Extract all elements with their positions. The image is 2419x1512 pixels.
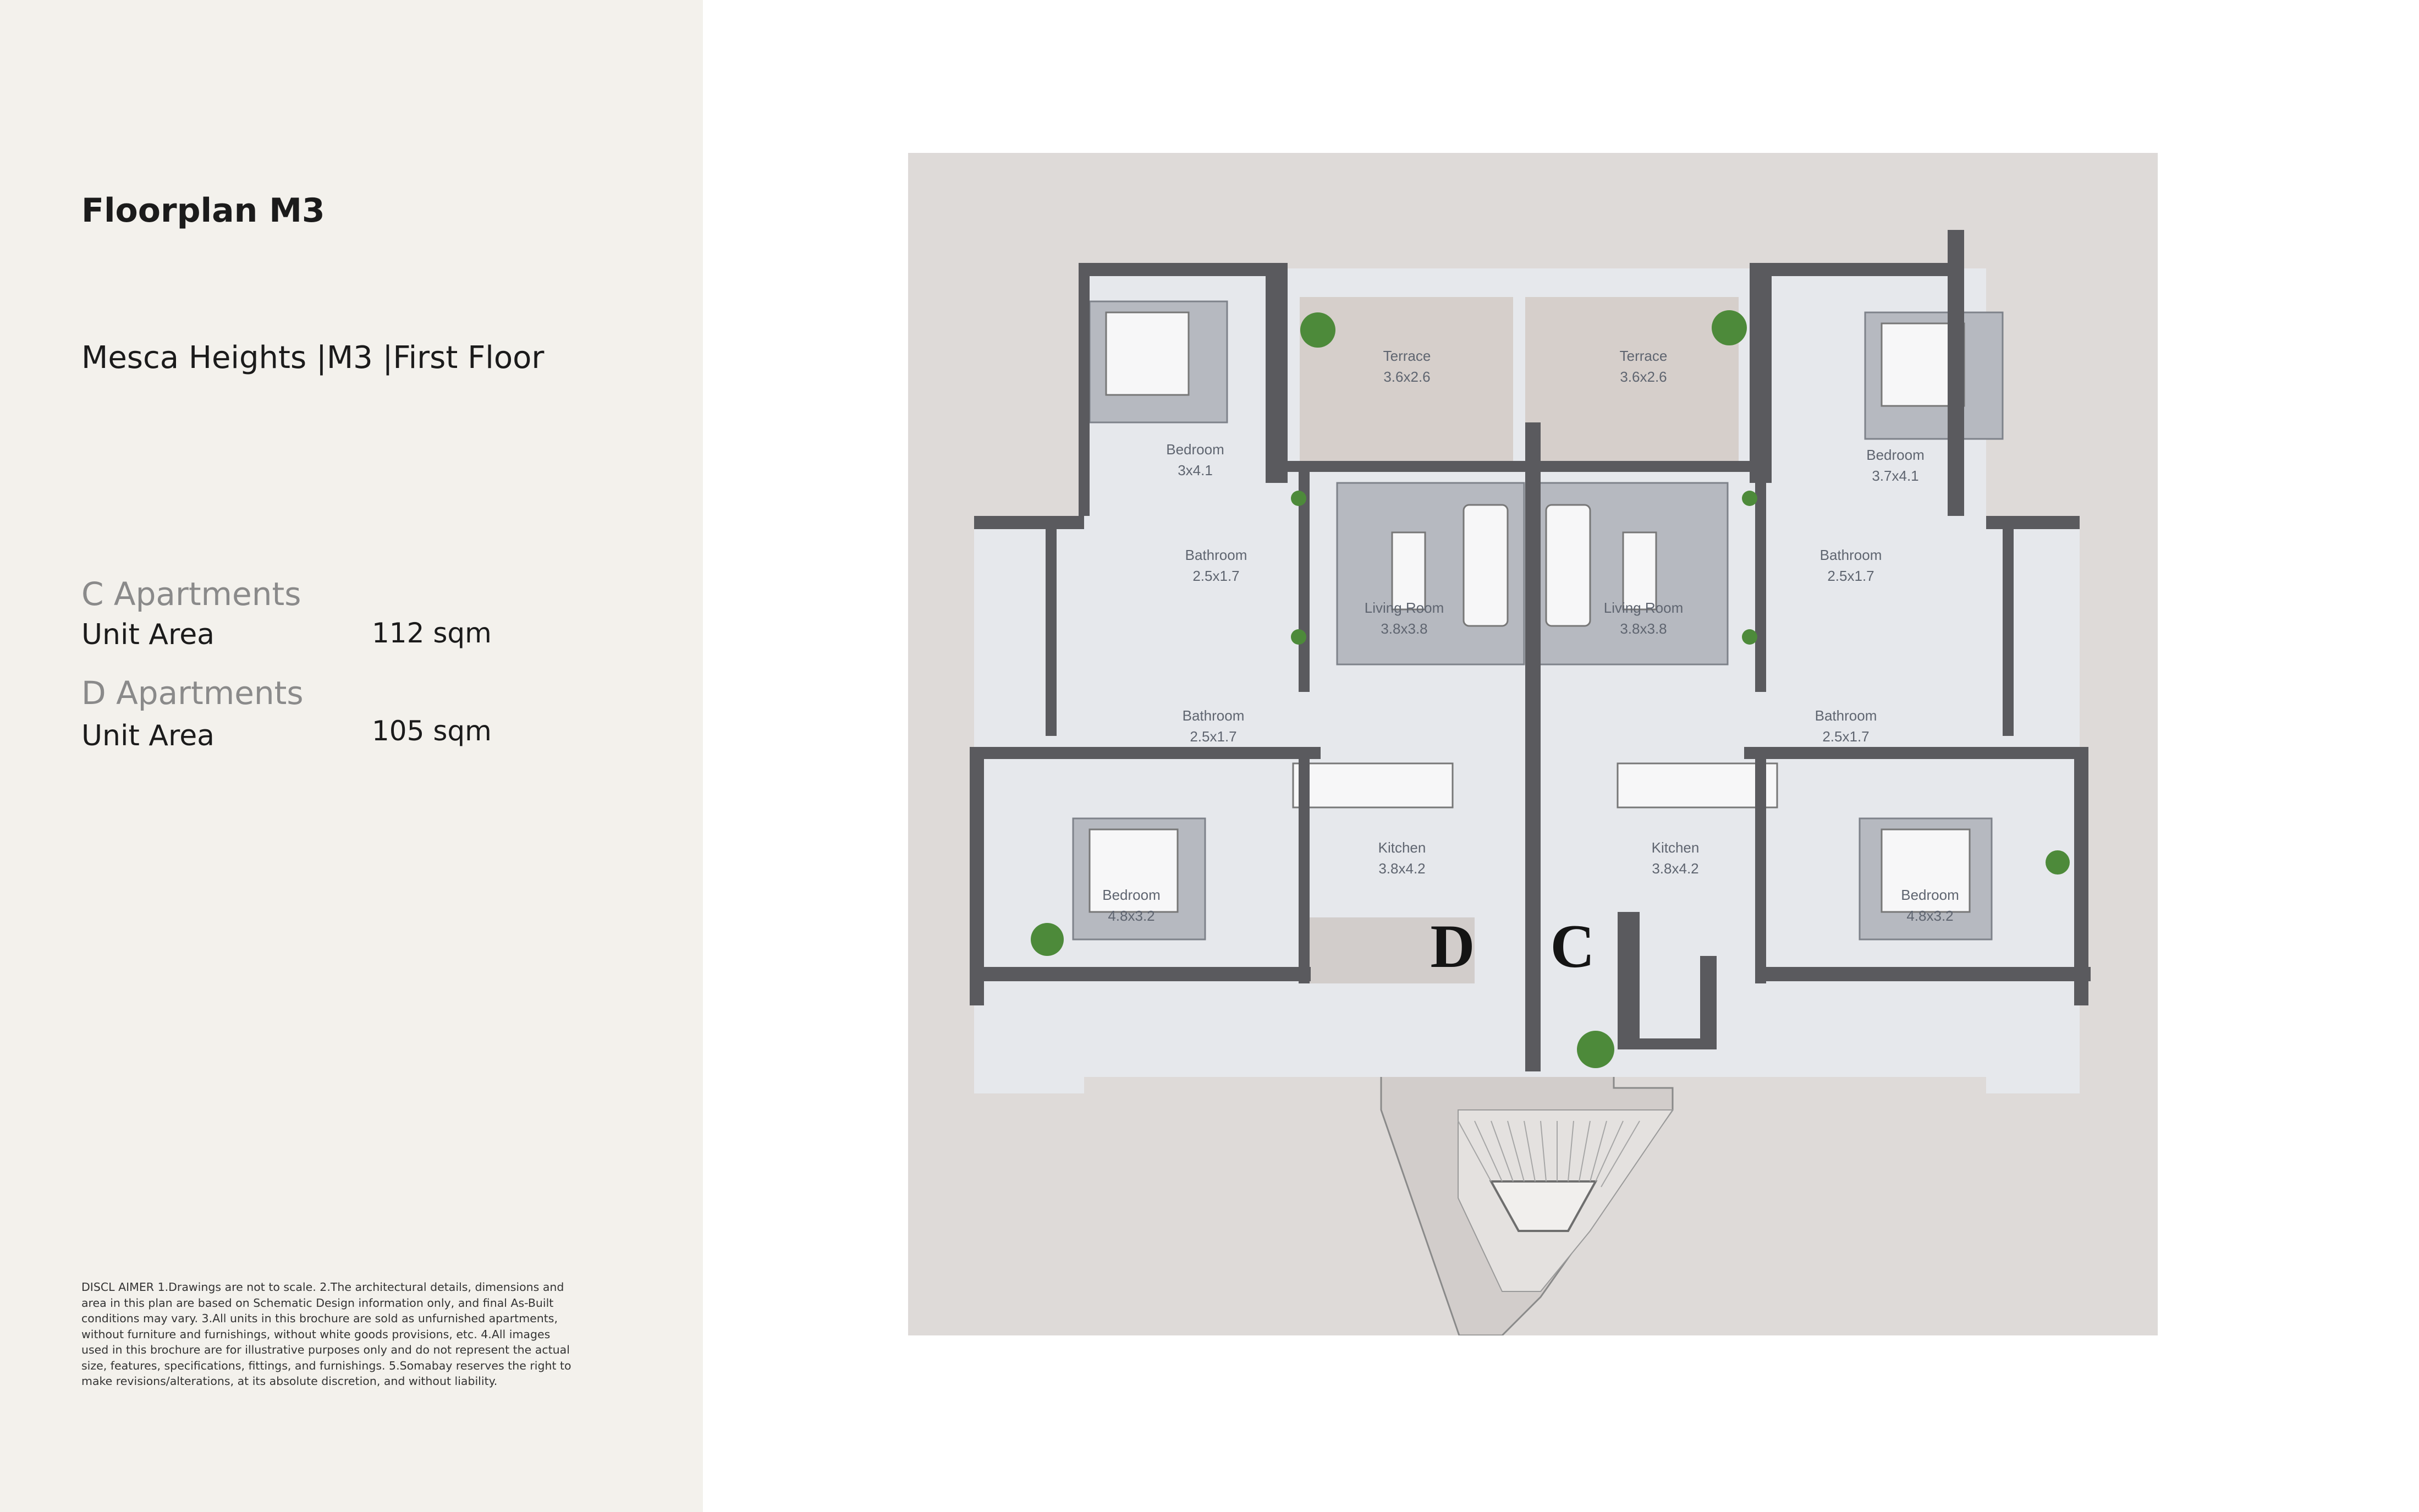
plants (1031, 310, 2070, 1068)
unit-c-label: C (1551, 912, 1595, 981)
room-name-label: Living Room (1365, 600, 1444, 616)
room-name-label: Bathroom (1185, 547, 1247, 563)
room-size-label: 3.8x4.2 (1652, 860, 1698, 877)
room-name-label: Kitchen (1378, 839, 1426, 856)
room-size-label: 4.8x3.2 (1906, 908, 1953, 924)
room-name-label: Living Room (1604, 600, 1684, 616)
room-size-label: 3.8x4.2 (1378, 860, 1425, 877)
beds (1088, 311, 1971, 913)
room-size-label: 4.8x3.2 (1108, 908, 1154, 924)
room-name-label: Terrace (1620, 348, 1668, 364)
room-size-label: 2.5x1.7 (1822, 728, 1869, 745)
apartment-c-area-value: 112 sqm (372, 617, 492, 649)
room-name-label: Terrace (1383, 348, 1431, 364)
apartment-c-area-label: Unit Area (81, 618, 215, 651)
room-size-label: 3.8x3.8 (1381, 620, 1427, 637)
page-title: Floorplan M3 (81, 191, 325, 230)
apartment-d-area-label: Unit Area (81, 719, 215, 752)
apartment-d-heading: D Apartments (81, 674, 304, 712)
room-name-label: Bedroom (1166, 441, 1224, 458)
walls (970, 230, 2091, 1071)
room-name-label: Bedroom (1866, 447, 1925, 463)
room-size-label: 3.6x2.6 (1620, 369, 1667, 385)
room-name-label: Bathroom (1815, 707, 1877, 724)
room-size-label: 3.7x4.1 (1872, 468, 1918, 484)
apartment-d-area-value: 105 sqm (372, 715, 492, 747)
room-size-label: 3.6x2.6 (1383, 369, 1430, 385)
room-name-label: Bathroom (1183, 707, 1245, 724)
page-subtitle: Mesca Heights |M3 |First Floor (81, 340, 545, 376)
room-name-label: Bedroom (1102, 887, 1161, 903)
room-name-label: Kitchen (1652, 839, 1700, 856)
disclaimer-text: DISCL AIMER 1.Drawings are not to scale.… (81, 1280, 571, 1388)
room-size-label: 3x4.1 (1178, 462, 1213, 479)
terrace-right (1525, 297, 1739, 468)
terrace-left (1300, 297, 1513, 468)
room-size-label: 2.5x1.7 (1192, 568, 1239, 584)
room-size-label: 2.5x1.7 (1827, 568, 1874, 584)
unit-d-label: D (1431, 912, 1475, 981)
apartment-c-heading: C Apartments (81, 575, 301, 613)
room-size-label: 2.5x1.7 (1190, 728, 1236, 745)
room-name-label: Bathroom (1820, 547, 1882, 563)
room-name-label: Bedroom (1901, 887, 1959, 903)
info-sidebar: Floorplan M3 Mesca Heights |M3 |First Fl… (0, 0, 703, 1512)
room-size-label: 3.8x3.8 (1620, 620, 1667, 637)
